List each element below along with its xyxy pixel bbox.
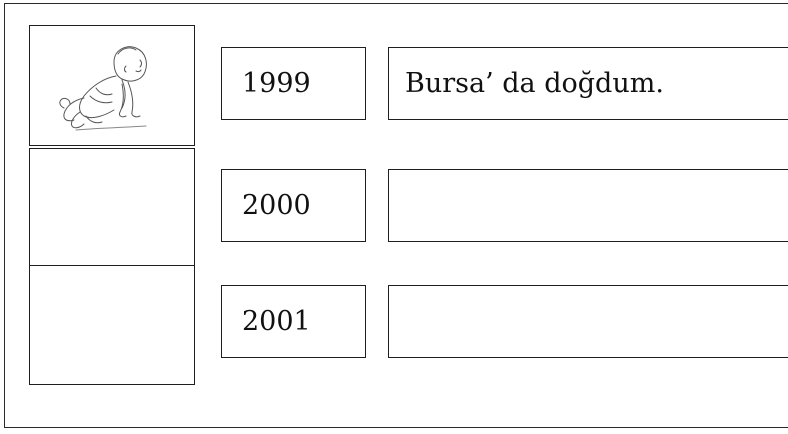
year-label: 2001 [242, 306, 311, 337]
note-box-2000[interactable] [388, 169, 788, 242]
picture-box-1999 [29, 25, 195, 146]
picture-box-2001 [29, 265, 195, 385]
year-box-2000: 2000 [221, 169, 366, 242]
note-text: Bursa’ da doğdum. [405, 68, 664, 99]
worksheet-frame [4, 3, 788, 428]
note-box-1999[interactable]: Bursa’ da doğdum. [388, 47, 788, 120]
note-box-2001[interactable] [388, 285, 788, 358]
picture-box-2000 [29, 148, 195, 266]
year-box-2001: 2001 [221, 285, 366, 358]
crawling-baby-icon [59, 46, 147, 131]
year-label: 1999 [242, 68, 311, 99]
year-label: 2000 [242, 190, 311, 221]
year-box-1999: 1999 [221, 47, 366, 120]
